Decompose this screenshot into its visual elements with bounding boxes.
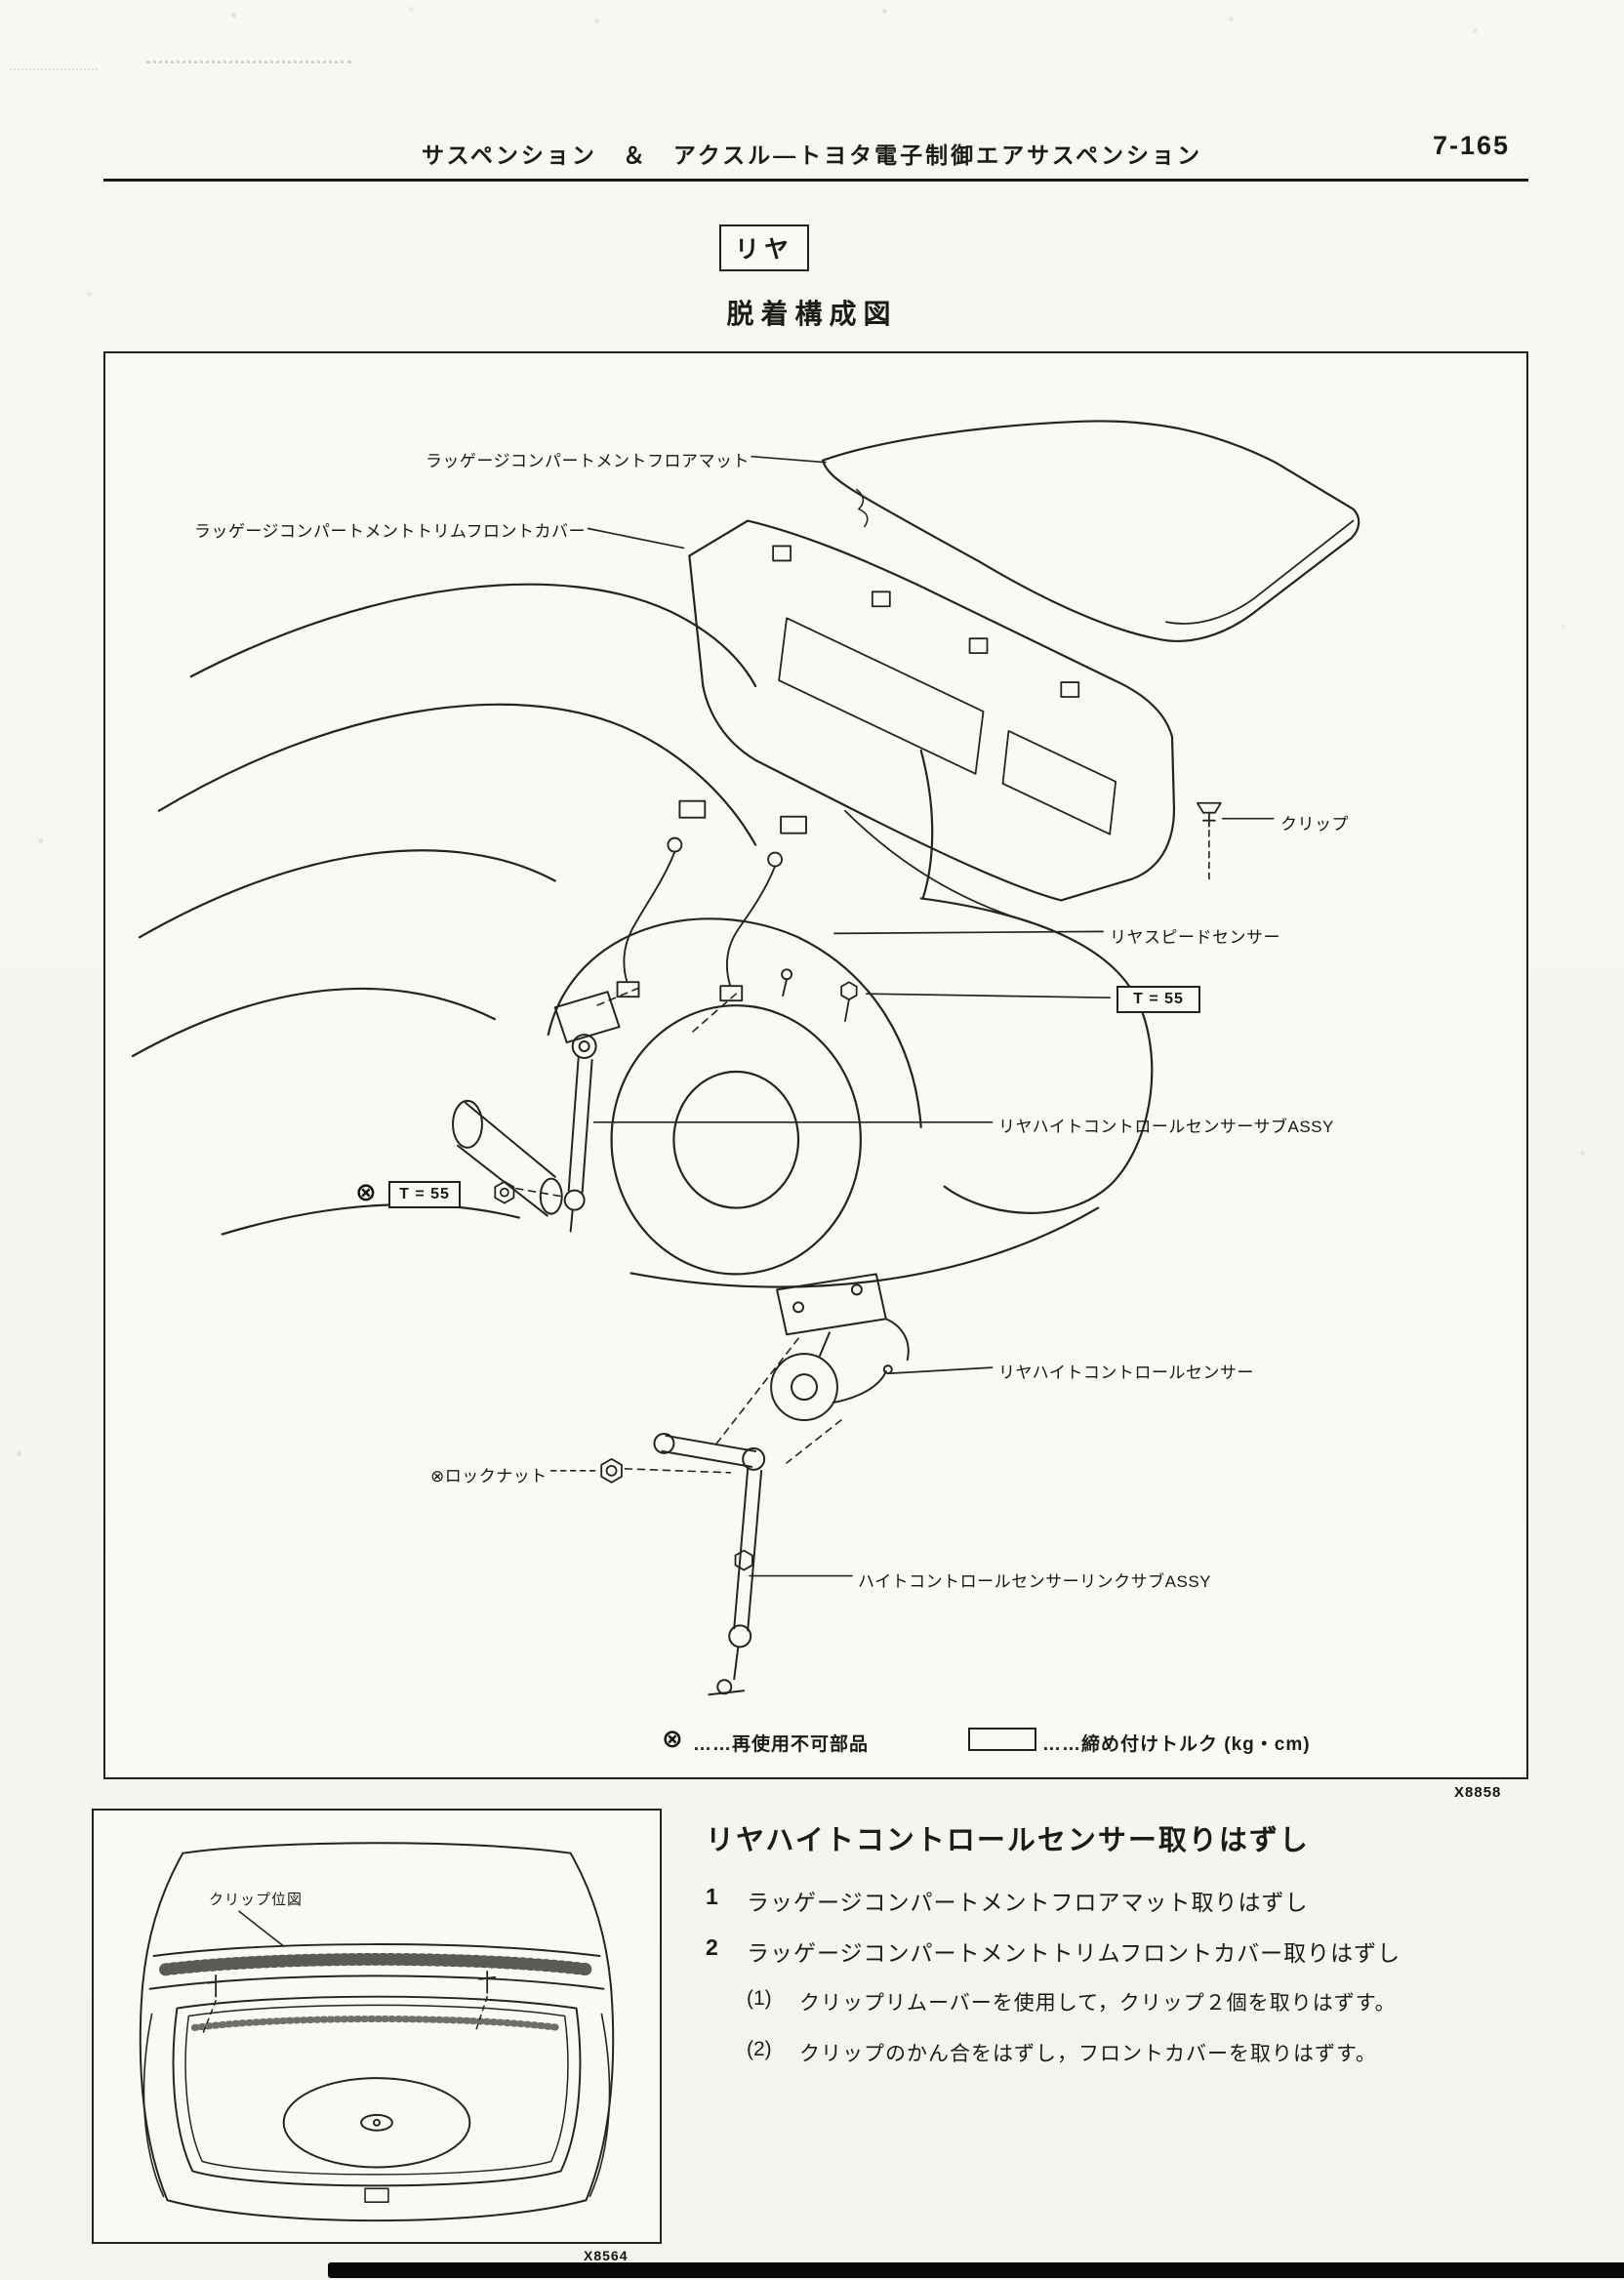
step-1-text: ラッゲージコンパートメントフロアマット取りはずし — [747, 1890, 1309, 1915]
instructions-title: リヤハイトコントロールセンサー取りはずし — [706, 1825, 1310, 1856]
substep-1-number: (1) — [747, 1987, 772, 2010]
figure-code-main: X8858 — [1454, 1784, 1502, 1801]
substep-2-number: (2) — [747, 2038, 772, 2060]
substep-1-text: クリップリムーバーを使用して，クリップ２個を取りはずす。 — [799, 1992, 1397, 2015]
legend-torque-text: ……締め付けトルク (kg・cm) — [1042, 1734, 1311, 1755]
step-1: 1 ラッゲージコンパートメントフロアマット取りはずし — [706, 1884, 1309, 1917]
sensor-link-icon — [653, 1432, 766, 1696]
exploded-view-drawing — [131, 420, 1360, 1696]
legend-torque-symbol-box — [968, 1728, 1036, 1751]
page-number: 7-165 — [1433, 131, 1511, 160]
speed-sensor-harness-icons — [595, 799, 807, 1036]
scan-artifact — [10, 68, 98, 70]
page-bottom-scan-bar — [328, 2262, 1624, 2278]
label-trim-front-cover: ラッゲージコンパートメントトリムフロントカバー — [193, 522, 586, 541]
scan-artifact — [146, 61, 351, 63]
legend-nonreusable-symbol: ⊗ — [662, 1724, 683, 1753]
substep-2-text: クリップのかん合をはずし，フロントカバーを取りはずす。 — [799, 2043, 1377, 2065]
label-link-sub-assy: ハイトコントロールセンサーリンクサブASSY — [858, 1572, 1212, 1591]
torque-box-right: T = 55 — [1116, 986, 1200, 1013]
bolt-icon — [840, 981, 858, 1023]
header-title: サスペンション ＆ アクスル―トヨタ電子制御エアサスペンション — [421, 142, 1203, 168]
diagram-title: 脱着構成図 — [726, 299, 898, 329]
substep-2: (2) クリップのかん合をはずし，フロントカバーを取りはずす。 — [747, 2038, 1377, 2067]
label-height-sensor: リヤハイトコントロールセンサー — [998, 1364, 1254, 1382]
substep-1: (1) クリップリムーバーを使用して，クリップ２個を取りはずす。 — [747, 1987, 1397, 2016]
nonreusable-symbol: ⊗ — [355, 1177, 377, 1206]
nonreusable-symbol: ⊗ — [430, 1467, 445, 1486]
label-sensor-sub-assy: リヤハイトコントロールセンサーサブASSY — [998, 1118, 1334, 1136]
label-lock-nut: ⊗ロックナット — [430, 1462, 548, 1486]
step-2: 2 ラッゲージコンパートメントトリムフロントカバー取りはずし — [706, 1934, 1401, 1968]
nut-icon — [494, 1180, 562, 1204]
leader-lines — [587, 455, 1275, 1577]
clip-position-panel: クリップ位図 — [92, 1809, 662, 2244]
lock-nut-icon — [549, 1457, 732, 1484]
cylinder-icon — [452, 1099, 563, 1217]
figure-code-inset: X8564 — [584, 2248, 629, 2263]
step-2-number: 2 — [706, 1934, 718, 1960]
step-2-text: ラッゲージコンパートメントトリムフロントカバー取りはずし — [747, 1940, 1401, 1966]
label-rear-speed-sensor: リヤスピードセンサー — [1110, 928, 1280, 947]
legend-nonreusable-text: ……再使用不可部品 — [693, 1734, 870, 1755]
clip-position-label: クリップ位図 — [209, 1892, 304, 1908]
exploded-view-panel: ラッゲージコンパートメントフロアマット ラッゲージコンパートメントトリムフロント… — [103, 351, 1528, 1779]
clip-icon — [1197, 801, 1222, 880]
section-tag-rear: リヤ — [719, 224, 809, 271]
height-sensor-sub-assy-icon — [553, 991, 621, 1233]
step-1-number: 1 — [706, 1884, 718, 1909]
header-rule — [103, 179, 1528, 182]
label-floor-mat: ラッゲージコンパートメントフロアマット — [425, 452, 750, 470]
clip-position-drawing — [139, 1842, 615, 2222]
label-clip: クリップ — [1280, 815, 1349, 834]
clip-marker-icons — [201, 1970, 497, 2037]
lock-nut-text: ロックナット — [444, 1467, 548, 1486]
torque-box-left: T = 55 — [388, 1181, 461, 1208]
height-sensor-icon — [715, 1273, 910, 1464]
scan-noise — [0, 0, 3, 3]
